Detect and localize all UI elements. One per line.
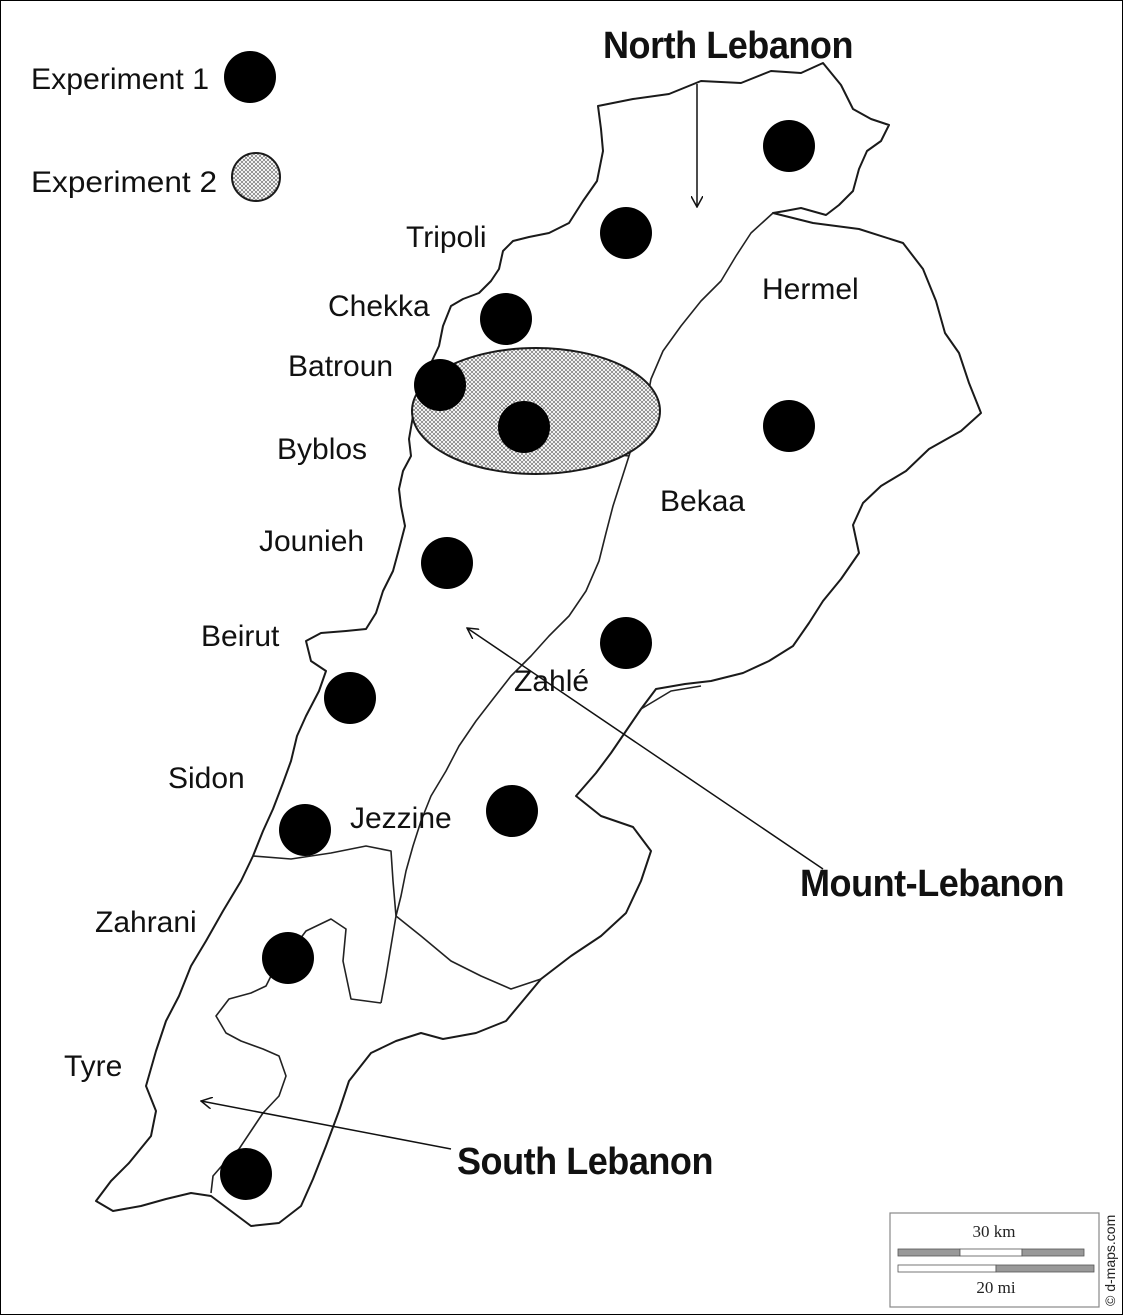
scale-mi-segment [995, 1264, 1095, 1273]
region-mount-lebanon: Mount-Lebanon [800, 863, 1064, 905]
site-marker [600, 207, 652, 259]
city-label-beirut: Beirut [201, 620, 280, 653]
city-label-batroun: Batroun [288, 350, 393, 383]
south-arrow [201, 1101, 452, 1150]
site-marker [763, 120, 815, 172]
site-marker [324, 672, 376, 724]
site-marker [480, 293, 532, 345]
border-south-nabatieh [210, 918, 382, 1194]
city-label-chekka: Chekka [328, 290, 430, 323]
scale-km-label: 30 km [973, 1222, 1016, 1241]
scale-mi-label: 20 mi [976, 1278, 1015, 1297]
scale-bar-box [889, 1212, 1100, 1308]
experiment-1-sites [220, 120, 815, 1200]
legend-experiment-2-swatch [231, 152, 281, 202]
site-marker [600, 617, 652, 669]
scale-km-segment [897, 1248, 961, 1257]
scale-mi-segment [897, 1264, 997, 1273]
site-marker [486, 785, 538, 837]
city-label-hermel: Hermel [762, 273, 859, 306]
site-marker [498, 401, 550, 453]
border-mount-south [252, 845, 397, 1004]
scale-km-segment [1021, 1248, 1085, 1257]
city-label-sidon: Sidon [168, 762, 245, 795]
city-label-zahle: Zahlé [514, 665, 589, 698]
legend-experiment-1-swatch [224, 51, 276, 103]
mount-arrow [467, 628, 824, 870]
legend: Experiment 1 Experiment 2 [31, 51, 281, 202]
city-label-zahrani: Zahrani [95, 906, 197, 939]
legend-experiment-2-label: Experiment 2 [31, 166, 217, 199]
region-north-lebanon: North Lebanon [603, 25, 853, 67]
city-label-jezzine: Jezzine [350, 802, 452, 835]
scale-bar: 30 km 20 mi [889, 1212, 1100, 1308]
region-south-lebanon: South Lebanon [457, 1141, 713, 1183]
border-bekaa-south [395, 915, 542, 990]
site-marker [220, 1148, 272, 1200]
scale-km-segment [959, 1248, 1023, 1257]
site-marker [421, 537, 473, 589]
site-marker [414, 359, 466, 411]
site-marker [763, 400, 815, 452]
city-label-byblos: Byblos [277, 433, 367, 466]
city-label-tripoli: Tripoli [406, 221, 487, 254]
border-mount-bekaa [395, 455, 630, 917]
border-bekaa-inner [640, 685, 702, 710]
site-marker [279, 804, 331, 856]
city-label-tyre: Tyre [64, 1050, 122, 1083]
city-label-jounieh: Jounieh [259, 525, 364, 558]
country-outline [95, 62, 982, 1227]
city-label-bekaa: Bekaa [660, 485, 745, 518]
site-marker [262, 932, 314, 984]
legend-experiment-1-label: Experiment 1 [31, 63, 209, 96]
credit-text: © d-maps.com [1102, 1215, 1118, 1306]
